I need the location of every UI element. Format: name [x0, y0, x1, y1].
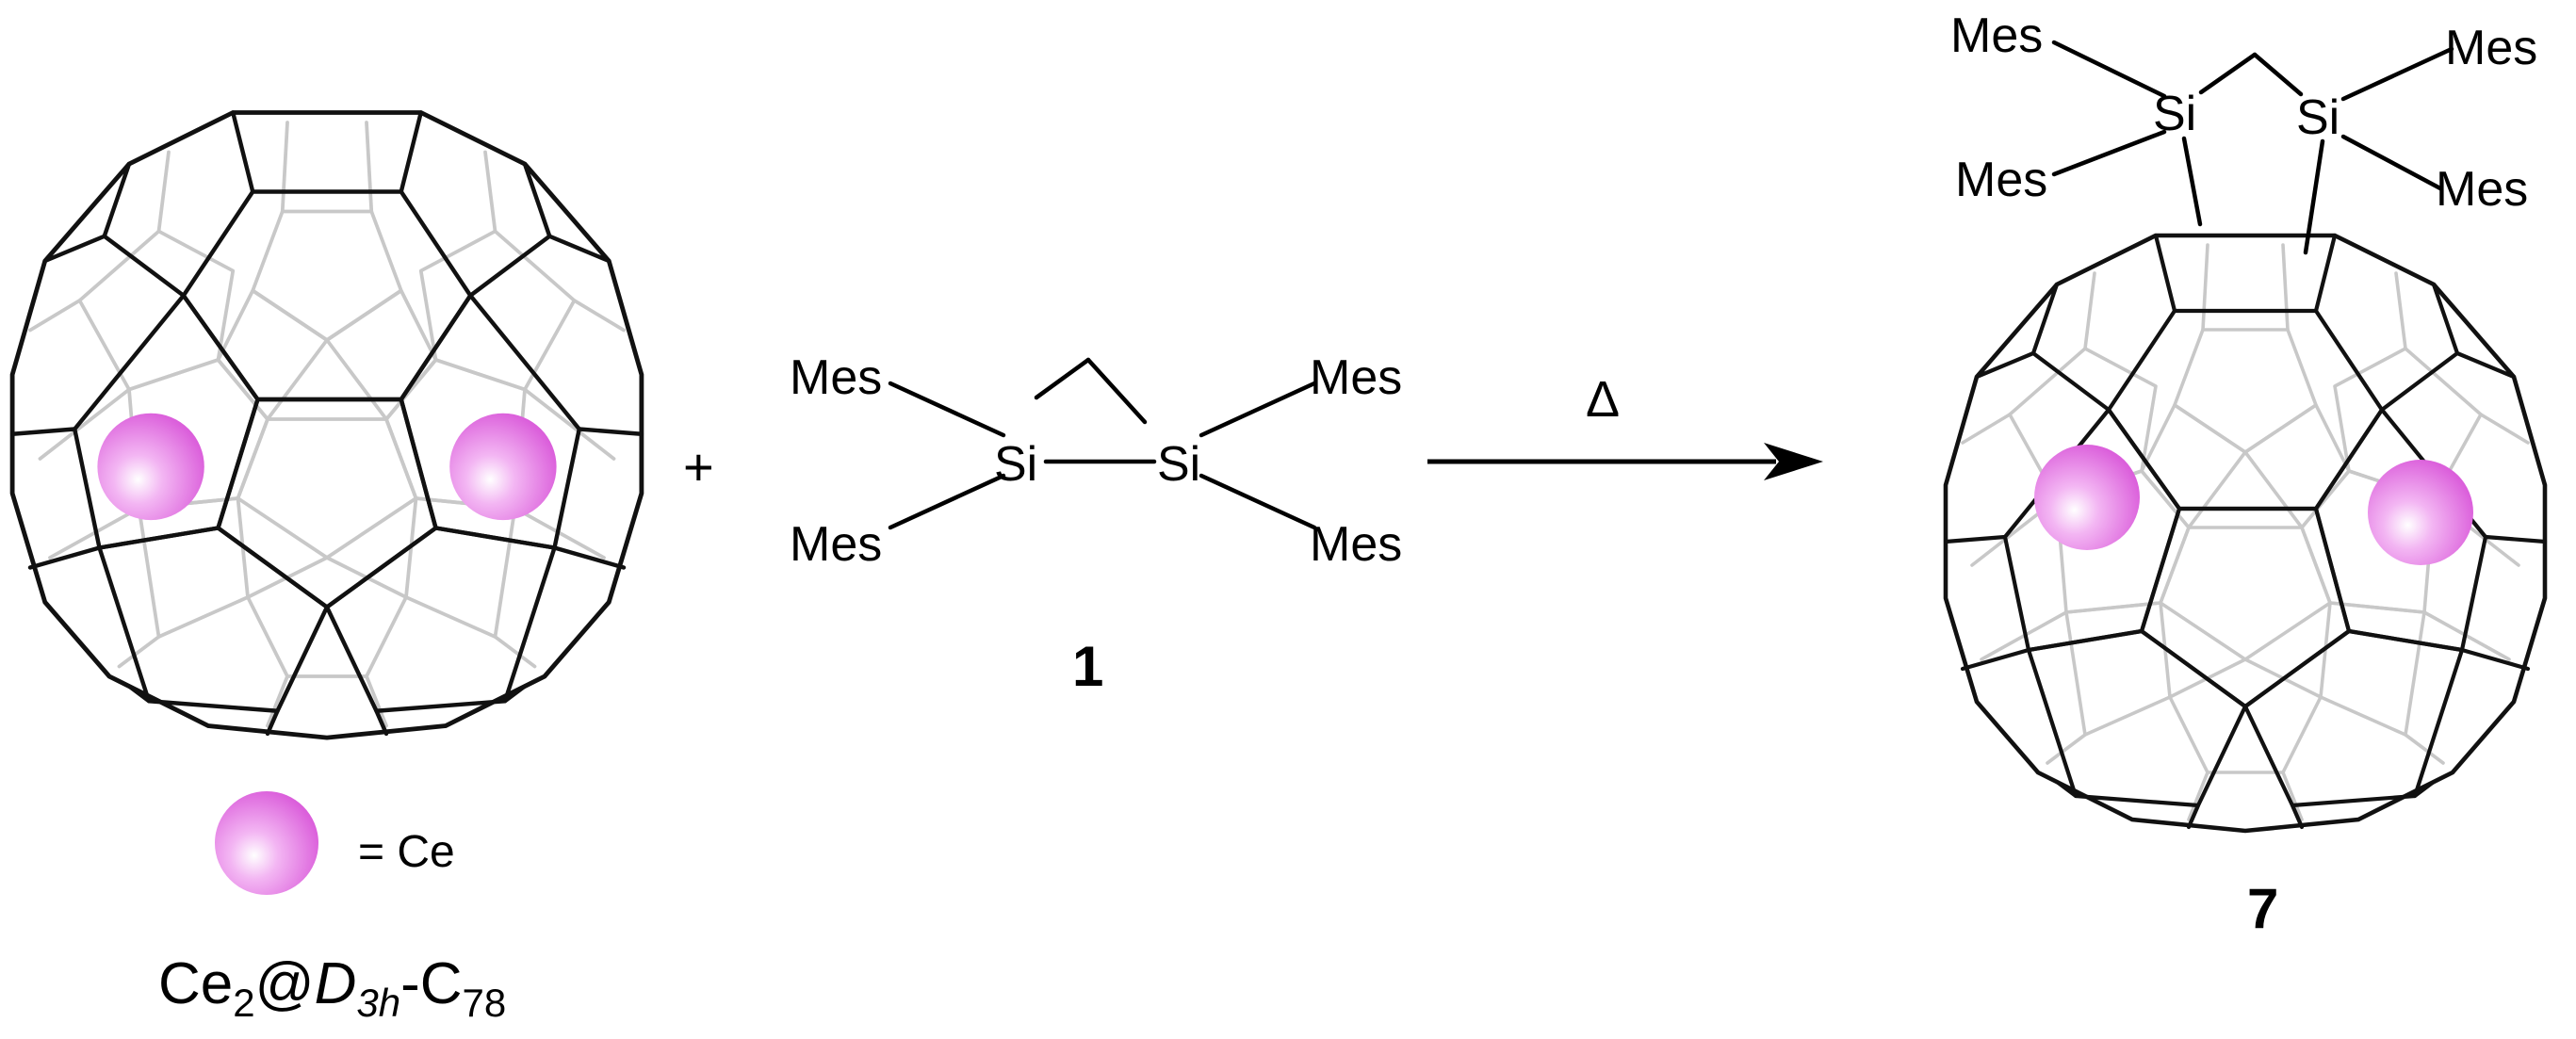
- product-disilolane-ring: Si Si Mes Mes Mes Mes: [1950, 8, 2537, 255]
- product-number: 7: [2247, 877, 2278, 940]
- reaction-arrow: Δ: [1427, 371, 1823, 480]
- reagent-mes-top-right: Mes: [1310, 350, 1402, 405]
- reagent-si-left: Si: [994, 437, 1037, 492]
- product-si-left: Si: [2153, 87, 2196, 141]
- plus-sign: +: [683, 437, 714, 496]
- formula-sub-78: 78: [463, 981, 507, 1025]
- reagent-mes-bottom-right: Mes: [1310, 517, 1402, 572]
- reaction-condition-heat: Δ: [1586, 371, 1620, 428]
- product-mes-top-left: Mes: [1950, 8, 2043, 63]
- formula-c: -C: [400, 951, 462, 1016]
- reactant-formula: Ce2@D3h-C78: [158, 951, 506, 1025]
- product-mes-top-right: Mes: [2445, 21, 2537, 75]
- reagent-number: 1: [1072, 635, 1103, 698]
- formula-sub-3h: 3h: [356, 981, 400, 1025]
- product-si-right: Si: [2296, 90, 2340, 145]
- formula-at: @: [255, 951, 315, 1016]
- reagent-si-right: Si: [1157, 437, 1200, 492]
- reagent-mes-bottom-left: Mes: [790, 517, 882, 572]
- formula-d: D: [315, 951, 357, 1016]
- reagent-mes-top-left: Mes: [790, 350, 882, 405]
- product-cage: [1946, 235, 2545, 831]
- product-mes-bottom-left: Mes: [1955, 153, 2047, 207]
- cerium-atom-left: [97, 413, 204, 521]
- cerium-legend-sphere: [215, 791, 318, 895]
- cerium-legend-text: = Ce: [358, 827, 455, 877]
- formula-sub-2: 2: [233, 981, 254, 1025]
- product-cerium-atom-left: [2034, 445, 2140, 550]
- formula-ce: Ce: [158, 951, 233, 1016]
- cerium-atom-right: [449, 413, 557, 521]
- reagent-disilirane: Si Si Mes Mes Mes Mes 1: [790, 350, 1402, 698]
- product-mes-bottom-right: Mes: [2436, 162, 2528, 217]
- product-cerium-atom-right: [2368, 460, 2473, 565]
- reactant-fullerene: [12, 113, 642, 739]
